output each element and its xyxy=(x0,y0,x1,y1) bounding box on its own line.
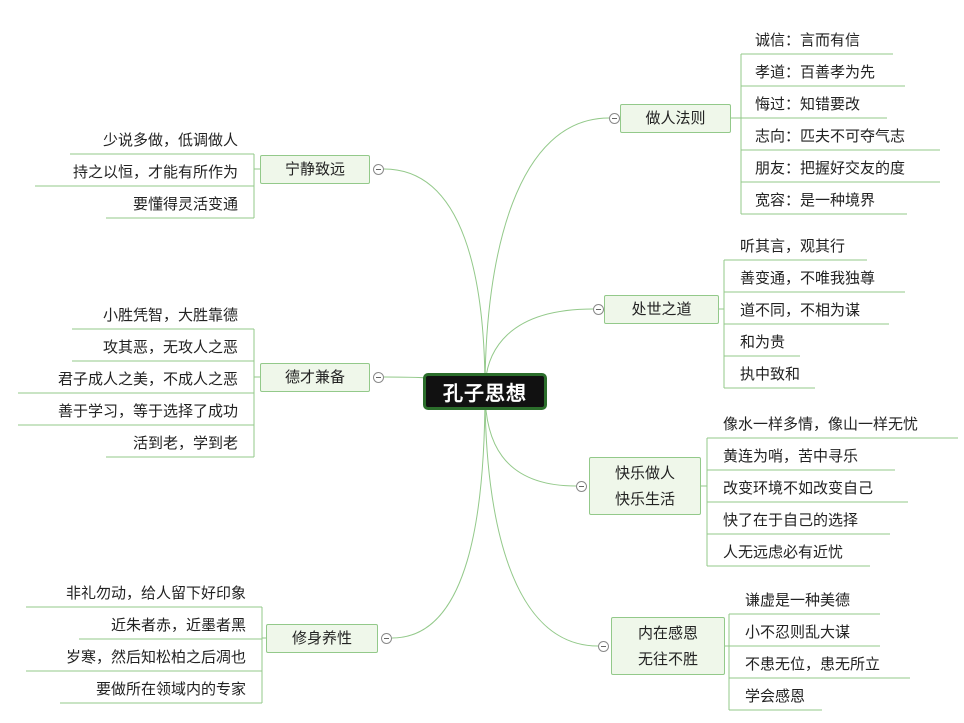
leaf-item[interactable]: 快了在于自己的选择 xyxy=(723,511,859,529)
leaf-item[interactable]: 非礼勿动，给人留下好印象 xyxy=(65,584,246,602)
leaf-item[interactable]: 孝道：百善孝为先 xyxy=(755,63,876,81)
collapse-toggle-icon[interactable] xyxy=(381,633,392,644)
branch-node-ningjing[interactable]: 宁静致远 xyxy=(260,155,370,184)
leaf-item[interactable]: 近朱者赤，近墨者黑 xyxy=(110,616,246,634)
leaf-item[interactable]: 善于学习，等于选择了成功 xyxy=(57,402,238,420)
leaf-item[interactable]: 黄连为哨，苦中寻乐 xyxy=(723,447,859,465)
leaf-item[interactable]: 要做所在领域内的专家 xyxy=(95,680,246,698)
collapse-toggle-icon[interactable] xyxy=(373,164,384,175)
branch-node-neizai[interactable]: 内在感恩 无往不胜 xyxy=(611,617,725,675)
branch-node-kuaile[interactable]: 快乐做人 快乐生活 xyxy=(589,457,701,515)
leaf-item[interactable]: 志向：匹夫不可夺气志 xyxy=(755,127,906,145)
leaf-item[interactable]: 少说多做，低调做人 xyxy=(102,131,238,149)
collapse-toggle-icon[interactable] xyxy=(373,372,384,383)
leaf-item[interactable]: 听其言，观其行 xyxy=(740,237,846,255)
leaf-item[interactable]: 活到老，学到老 xyxy=(132,434,238,452)
root-node[interactable]: 孔子思想 xyxy=(423,373,547,410)
branch-label-line: 内在感恩 xyxy=(637,624,698,642)
collapse-toggle-icon[interactable] xyxy=(576,481,587,492)
branch-node-decai[interactable]: 德才兼备 xyxy=(260,363,370,392)
branch-node-zuoren[interactable]: 做人法则 xyxy=(620,104,731,133)
leaf-item[interactable]: 小胜凭智，大胜靠德 xyxy=(102,306,238,324)
leaf-item[interactable]: 学会感恩 xyxy=(745,687,806,705)
leaf-item[interactable]: 诚信：言而有信 xyxy=(755,31,861,49)
leaf-item[interactable]: 改变环境不如改变自己 xyxy=(723,479,874,497)
collapse-toggle-icon[interactable] xyxy=(593,304,604,315)
connector-line xyxy=(484,390,599,647)
leaf-item[interactable]: 人无远虑必有近忧 xyxy=(723,543,844,561)
leaf-item[interactable]: 岁寒，然后知松柏之后凋也 xyxy=(65,648,246,666)
leaf-item[interactable]: 执中致和 xyxy=(740,365,801,383)
collapse-toggle-icon[interactable] xyxy=(598,641,609,652)
leaf-item[interactable]: 持之以恒，才能有所作为 xyxy=(72,163,238,181)
leaf-item[interactable]: 要懂得灵活变通 xyxy=(132,195,238,213)
leaf-item[interactable]: 君子成人之美，不成人之恶 xyxy=(57,370,238,388)
leaf-item[interactable]: 不患无位，患无所立 xyxy=(745,655,881,673)
collapse-toggle-icon[interactable] xyxy=(609,113,620,124)
leaf-item[interactable]: 谦虚是一种美德 xyxy=(745,591,851,609)
leaf-item[interactable]: 道不同，不相为谋 xyxy=(740,301,861,319)
leaf-item[interactable]: 朋友：把握好交友的度 xyxy=(755,159,906,177)
connector-line xyxy=(383,168,486,392)
leaf-item[interactable]: 和为贵 xyxy=(740,333,786,351)
branch-label-line: 快乐生活 xyxy=(614,490,675,508)
leaf-item[interactable]: 像水一样多情，像山一样无忧 xyxy=(723,415,919,433)
leaf-item[interactable]: 宽容：是一种境界 xyxy=(755,191,876,209)
leaf-item[interactable]: 善变通，不唯我独尊 xyxy=(740,269,876,287)
branch-node-xiushen[interactable]: 修身养性 xyxy=(266,624,378,653)
leaf-item[interactable]: 小不忍则乱大谋 xyxy=(745,623,851,641)
connector-line xyxy=(484,117,610,392)
leaf-item[interactable]: 攻其恶，无攻人之恶 xyxy=(102,338,238,356)
branch-label-line: 快乐做人 xyxy=(614,464,675,482)
branch-label-line: 无往不胜 xyxy=(637,650,698,668)
leaf-item[interactable]: 悔过：知错要改 xyxy=(755,95,861,113)
connector-line xyxy=(391,390,486,639)
branch-node-chushi[interactable]: 处世之道 xyxy=(604,295,719,324)
